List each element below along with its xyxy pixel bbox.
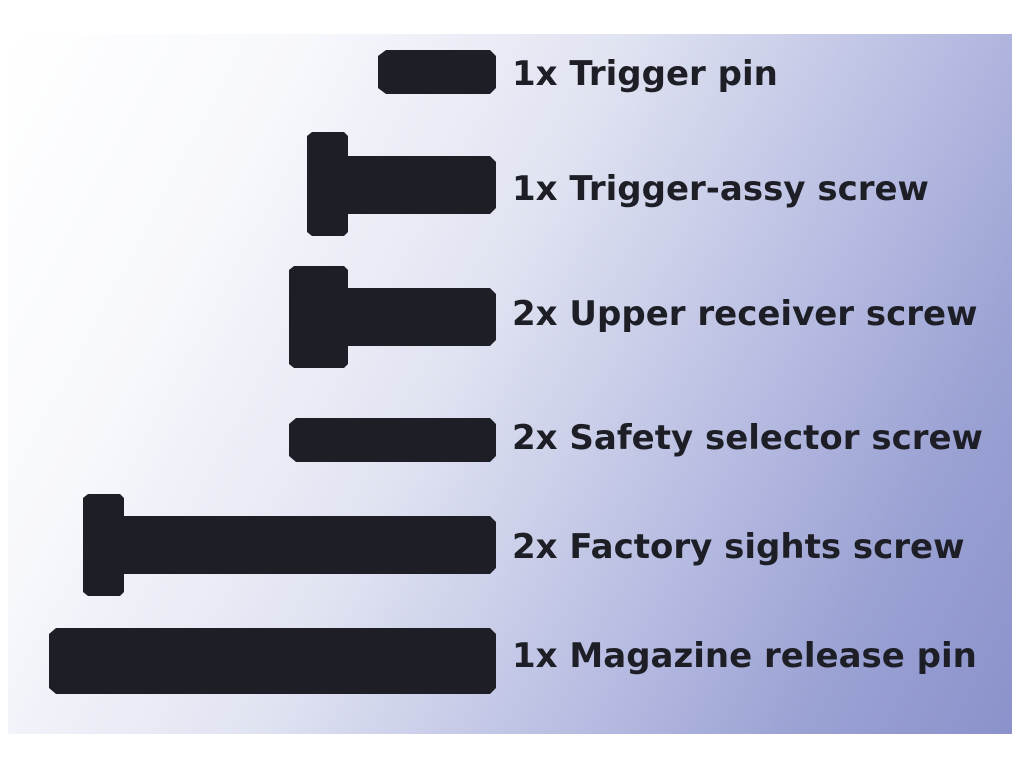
upper-receiver-screw-shape — [289, 266, 496, 368]
trigger-pin-shape — [378, 50, 496, 94]
safety-selector-screw-shape — [289, 418, 496, 462]
label-factory-sights-screw: 2x Factory sights screw — [512, 527, 965, 567]
trigger-assy-screw-shape — [307, 132, 496, 236]
label-upper-receiver-screw: 2x Upper receiver screw — [512, 294, 978, 334]
label-trigger-assy-screw: 1x Trigger-assy screw — [512, 169, 929, 209]
label-magazine-release-pin: 1x Magazine release pin — [512, 636, 977, 676]
factory-sights-screw-shape — [83, 494, 496, 596]
label-safety-selector-screw: 2x Safety selector screw — [512, 418, 983, 458]
label-trigger-pin: 1x Trigger pin — [512, 54, 778, 94]
magazine-release-pin-shape — [49, 628, 496, 694]
gradient-background — [8, 34, 1012, 734]
